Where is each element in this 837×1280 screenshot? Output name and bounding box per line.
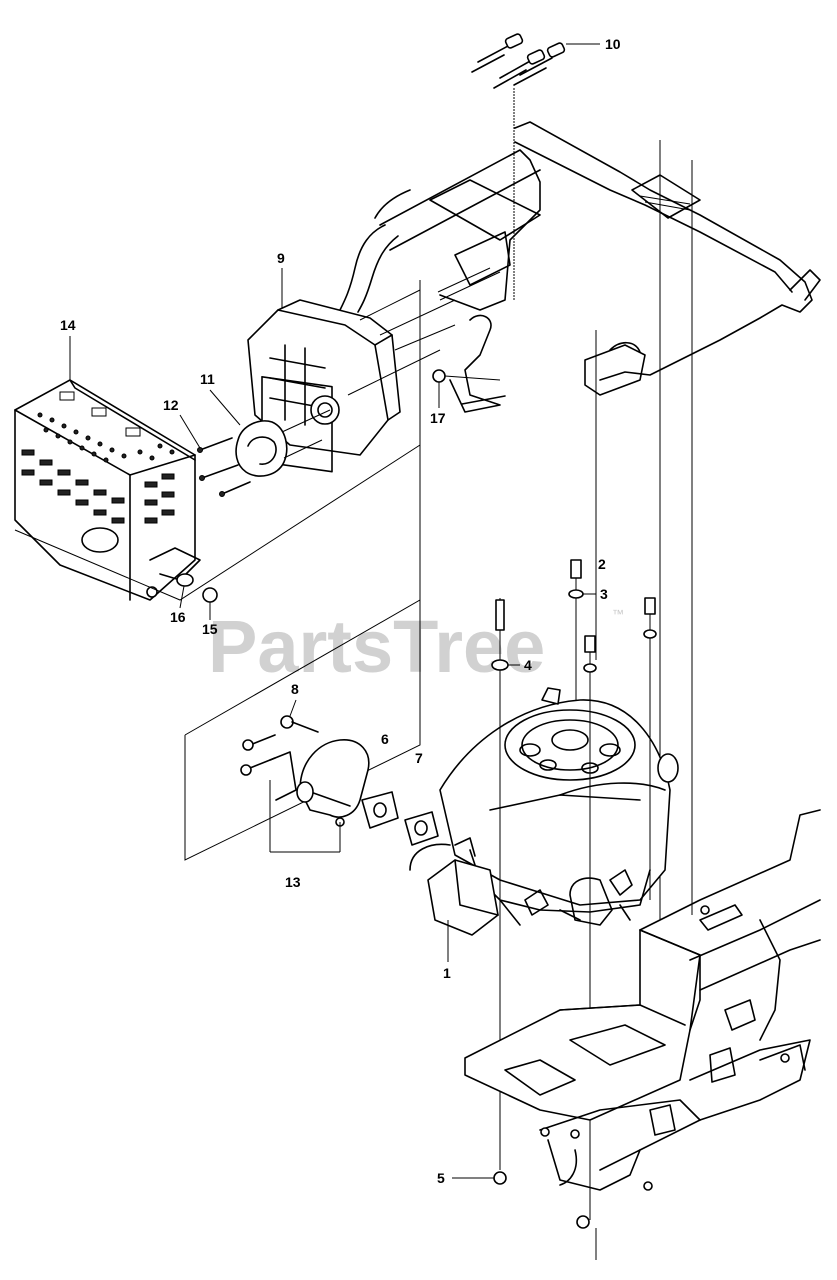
muffler-guard (14, 379, 421, 603)
callout-3: 3 (600, 586, 608, 602)
callout-9: 9 (277, 250, 285, 266)
watermark: PartsTree ™ (208, 605, 624, 688)
guard-hole-pattern (37, 412, 175, 463)
callout-11: 11 (200, 371, 215, 387)
callout-6: 6 (381, 731, 389, 747)
callout-12: 12 (163, 397, 179, 413)
lower-chassis (464, 809, 821, 1191)
callout-17: 17 (430, 410, 446, 426)
callout-15: 15 (202, 621, 218, 637)
callout-8: 8 (291, 681, 299, 697)
engine (409, 687, 679, 962)
muffler-assembly (197, 289, 501, 497)
watermark-trademark: ™ (612, 607, 624, 621)
callout-7: 7 (415, 750, 423, 766)
watermark-text: PartsTree (208, 605, 545, 688)
callout-2: 2 (598, 556, 606, 572)
callout-10: 10 (605, 36, 621, 52)
callout-13: 13 (285, 874, 301, 890)
callout-1: 1 (443, 965, 451, 981)
bolts-part-10 (471, 33, 600, 89)
callout-4: 4 (524, 657, 532, 673)
exhaust-pipe-assembly (240, 715, 439, 853)
callout-16: 16 (170, 609, 186, 625)
callout-5: 5 (437, 1170, 445, 1186)
assembly-leader-lines (184, 280, 421, 861)
callout-14: 14 (60, 317, 76, 333)
callout-labels: 10 9 14 11 12 17 2 3 16 15 4 8 6 7 13 1 … (60, 36, 621, 1186)
